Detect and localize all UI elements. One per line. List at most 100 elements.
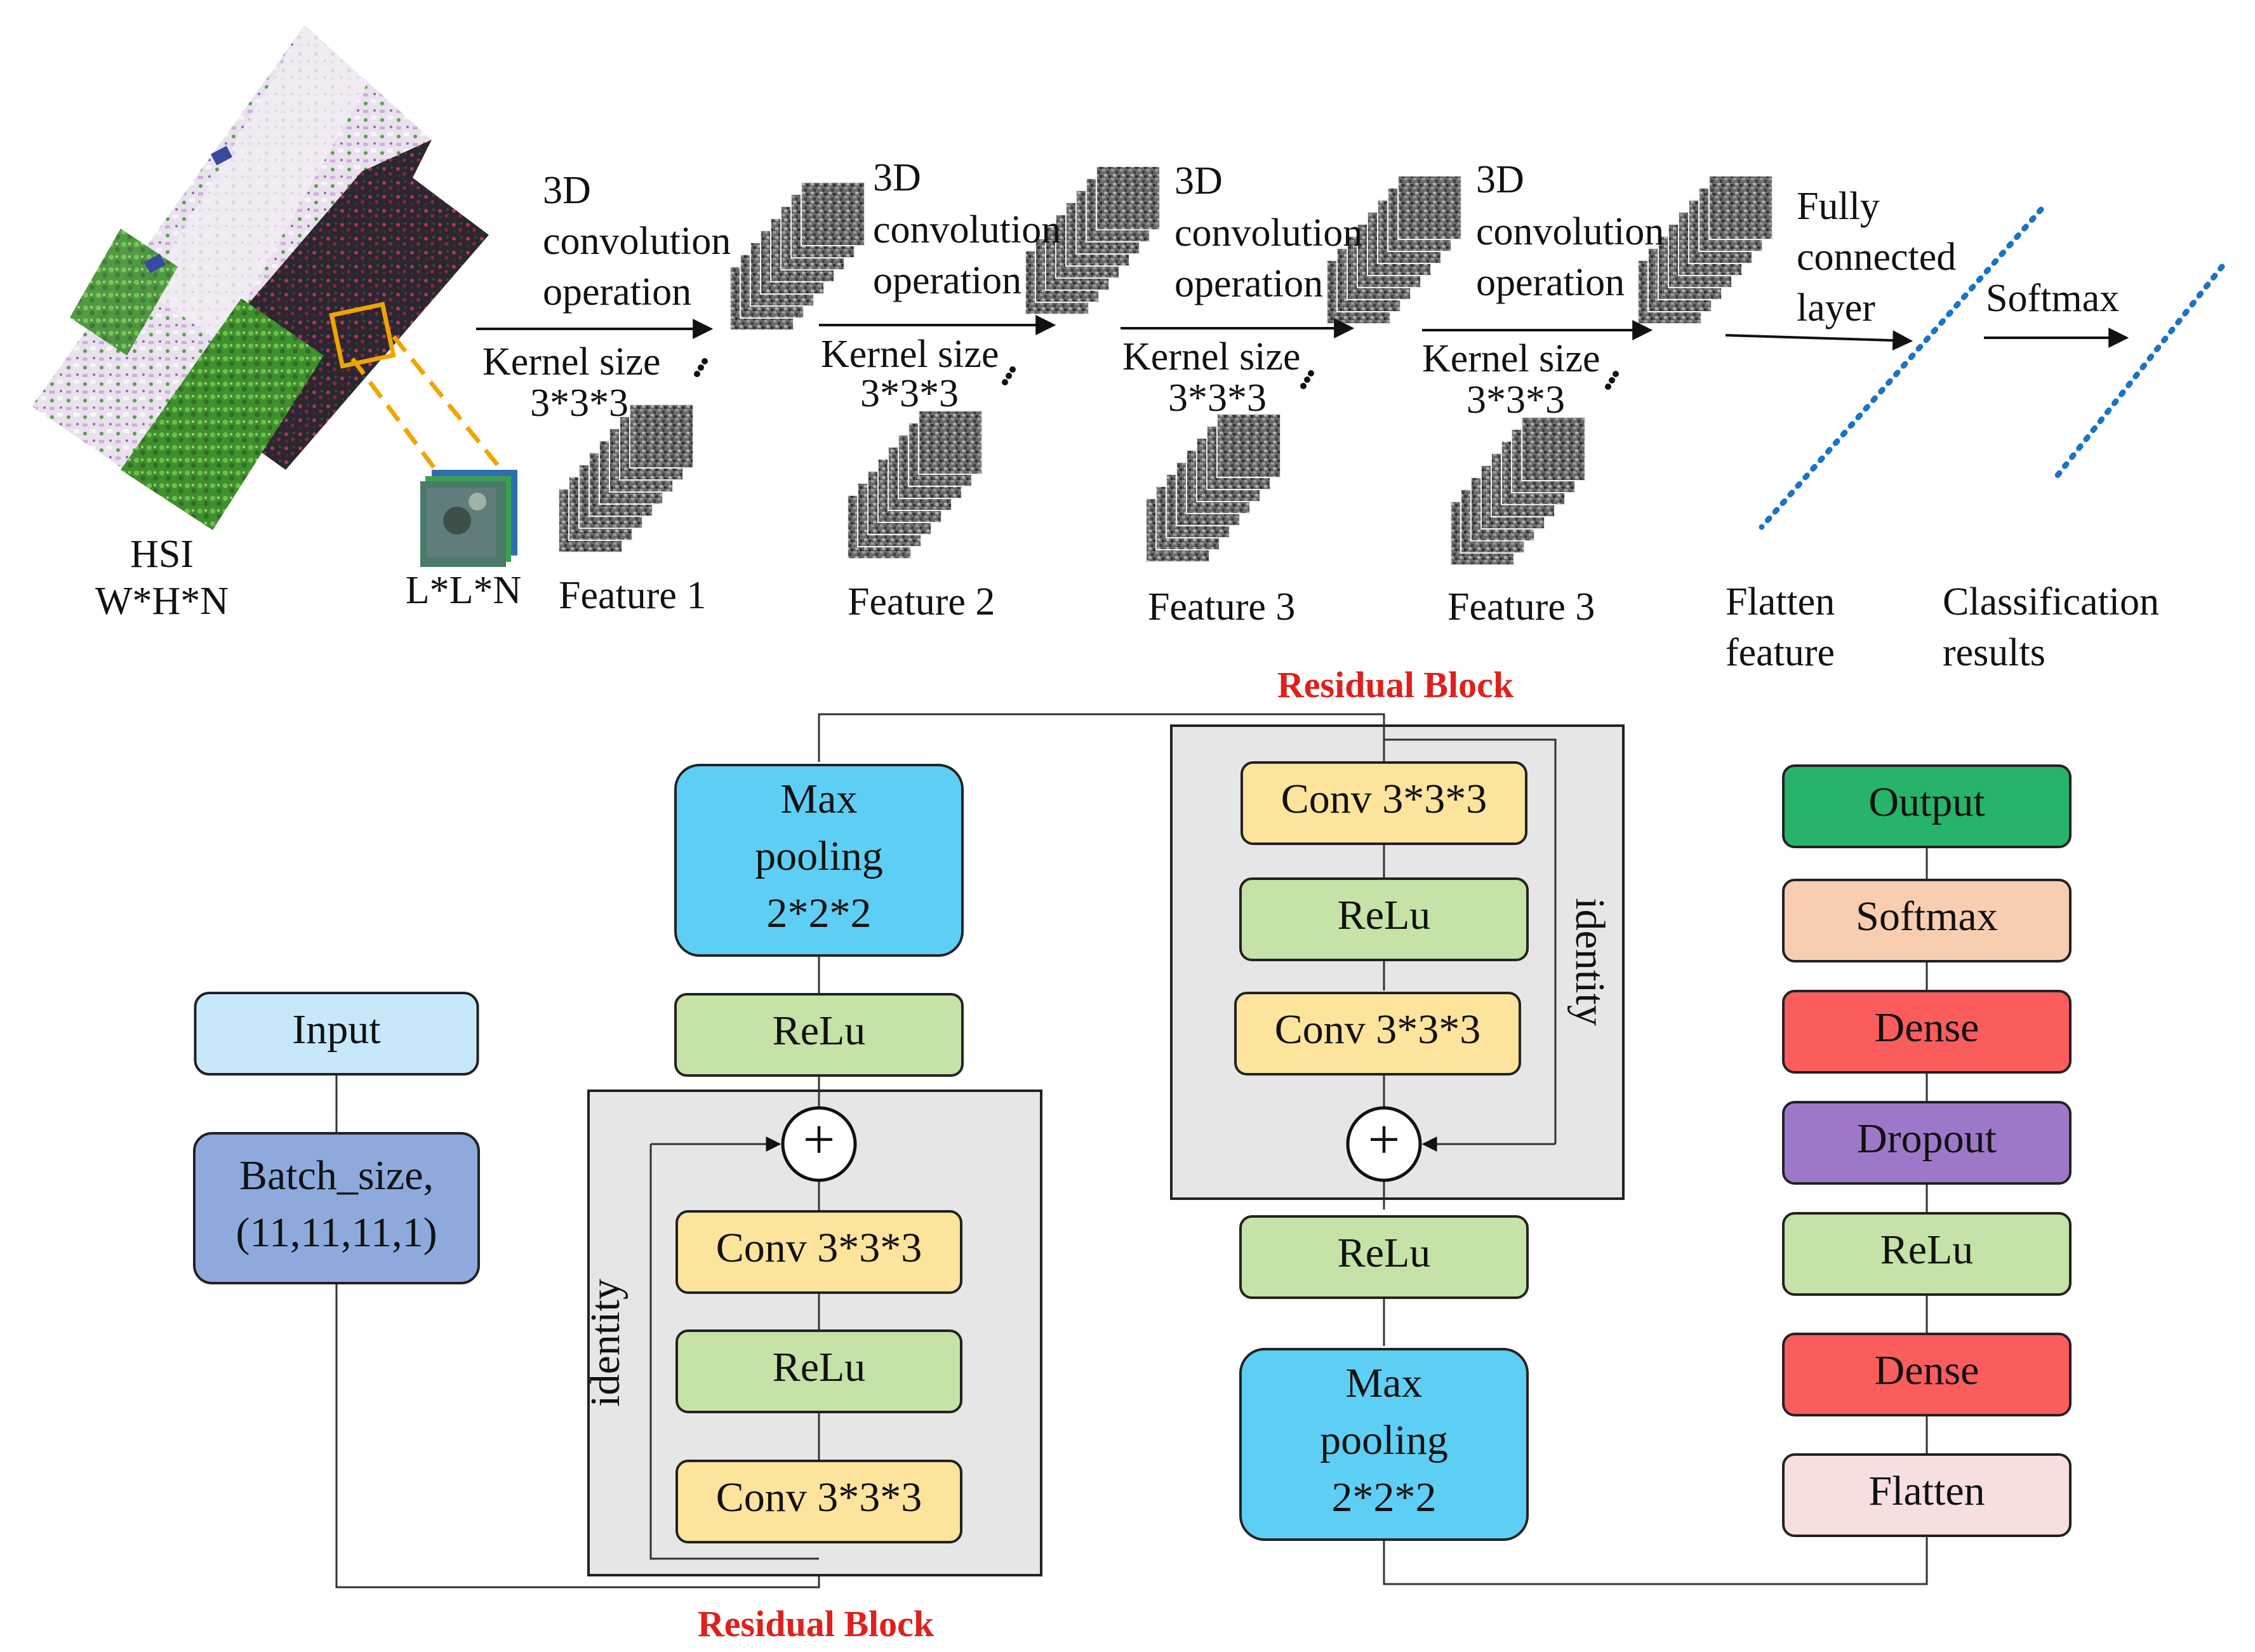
block2-maxpool-box: Max pooling 2*2*2	[1239, 1348, 1529, 1541]
dropout-box-label: Dropout	[1857, 1116, 1997, 1162]
patch-cube	[420, 470, 517, 567]
block1-conv-a-box: Conv 3*3*3	[675, 1210, 962, 1294]
stack-bottom-4	[1450, 416, 1586, 566]
input-box-label: Input	[292, 1006, 380, 1053]
dense-bottom-box: Dense	[1782, 1333, 2072, 1416]
ellipsis-dot	[1002, 379, 1008, 385]
feature-4-label: Feature 3	[1447, 585, 1595, 629]
block2-maxpool-box-label: Max	[1346, 1360, 1423, 1406]
conv-stage-3-kernel-dims: 3*3*3	[1168, 376, 1267, 420]
residual-block-2-add: +	[1346, 1106, 1422, 1182]
ellipsis-dot	[1304, 376, 1310, 383]
residual-block-1-add: +	[781, 1106, 857, 1182]
block1-conv-a-box-label: Conv 3*3*3	[716, 1225, 922, 1271]
conv-stage-2-line1: 3D	[873, 156, 921, 199]
block2-conv-b-box-label: Conv 3*3*3	[1275, 1006, 1481, 1053]
dense-top-box: Dense	[1782, 990, 2072, 1074]
dense-bottom-box-label: Dense	[1875, 1347, 1979, 1394]
conv-stage-4-line3: operation	[1476, 261, 1625, 304]
softmax-box-label: Softmax	[1856, 893, 1998, 940]
block1-conv-b-box: Conv 3*3*3	[675, 1460, 962, 1543]
softmax-box: Softmax	[1782, 879, 2072, 963]
residual-block-1-title: Residual Block	[698, 1603, 935, 1644]
fc-line2: connected	[1797, 236, 1956, 279]
softmax-label: Softmax	[1986, 277, 2119, 320]
feature-2-label: Feature 2	[848, 580, 995, 623]
conv-stage-4-kernel-dims: 3*3*3	[1467, 378, 1565, 422]
conv-stage-4: 3D convolution operation Kernel size 3*3…	[1422, 158, 1664, 629]
head-relu-box: ReLu	[1782, 1212, 2072, 1296]
feature-3-label: Feature 3	[1148, 585, 1295, 629]
identity-label-1: identity	[582, 1279, 629, 1407]
block2-relu-mid-box-label: ReLu	[1338, 892, 1431, 938]
ellipsis-dot	[1300, 383, 1307, 389]
stack-top-2	[1025, 166, 1161, 315]
stack-bottom-3	[1145, 413, 1281, 563]
patch-dims: L*L*N	[406, 569, 522, 612]
residual-block-2-title: Residual Block	[1277, 664, 1514, 705]
block1-maxpool-box-label: 2*2*2	[767, 890, 872, 936]
ellipsis-dot	[1009, 366, 1016, 373]
hsi-dims: W*H*N	[95, 580, 229, 623]
classification-dotted-line	[2054, 263, 2225, 479]
conv-stage-4-line1: 3D	[1476, 158, 1524, 201]
conv-stage-1-line1: 3D	[543, 169, 591, 212]
feature-1-label: Feature 1	[559, 574, 706, 617]
ellipsis-dot	[694, 371, 700, 377]
flatten-box-label: Flatten	[1868, 1468, 1985, 1514]
conv-stage-3-kernel: Kernel size	[1122, 335, 1301, 378]
block2-conv-a-box: Conv 3*3*3	[1241, 761, 1527, 845]
conv-stage-2-kernel-dims: 3*3*3	[860, 372, 959, 415]
flow-connectors	[335, 713, 1928, 1589]
conv-stage-1-kernel-dims: 3*3*3	[530, 382, 629, 425]
ellipsis-dot	[1605, 383, 1611, 390]
block2-maxpool-box-label: 2*2*2	[1332, 1474, 1437, 1521]
conv-stage-2-kernel: Kernel size	[821, 333, 999, 376]
block2-maxpool-box-label: pooling	[1320, 1417, 1448, 1463]
conv-stage-4-line2: convolution	[1476, 210, 1664, 253]
block2-relu-mid-box: ReLu	[1239, 877, 1529, 961]
conv-stage-2-line2: convolution	[873, 208, 1061, 251]
block1-maxpool-box-label: Max	[781, 776, 858, 822]
output-box: Output	[1782, 764, 2072, 848]
fc-line3: layer	[1797, 286, 1875, 330]
block2-relu-bottom-box-label: ReLu	[1338, 1230, 1431, 1276]
conv-stage-2: 3D convolution operation Kernel size 3*3…	[819, 156, 1061, 623]
conv-stage-3: 3D convolution operation Kernel size 3*3…	[1121, 159, 1362, 629]
classification-line2: results	[1943, 631, 2045, 674]
conv-stage-3-line1: 3D	[1174, 159, 1223, 203]
block1-relu-top-box-label: ReLu	[773, 1008, 866, 1054]
conv-stage-1-line3: operation	[543, 270, 691, 314]
flatten-dotted-line	[1759, 206, 2044, 530]
softmax-stage: Softmax Classification results	[1943, 263, 2225, 674]
flow-connectors-inner	[649, 726, 1557, 1560]
block2-conv-b-box: Conv 3*3*3	[1234, 992, 1521, 1076]
add-1-symbol: +	[803, 1109, 835, 1171]
conv-stage-1-line2: convolution	[543, 220, 731, 263]
ellipsis-dot	[1308, 370, 1314, 376]
dense-top-box-label: Dense	[1875, 1004, 1979, 1051]
batch-size-box-label: Batch_size,	[239, 1152, 434, 1199]
block1-relu-mid-box: ReLu	[675, 1329, 962, 1413]
stack-top-3	[1326, 175, 1462, 324]
ellipsis-dot	[702, 358, 708, 364]
stack-top-1	[729, 182, 865, 331]
fc-stage: Fully connected layer Flatten feature	[1725, 185, 2044, 674]
feature-stacks	[558, 166, 1773, 566]
ellipsis-dot	[1609, 377, 1615, 383]
stack-bottom-2	[847, 410, 983, 559]
block1-conv-b-box-label: Conv 3*3*3	[716, 1474, 922, 1521]
block1-relu-top-box: ReLu	[674, 993, 964, 1077]
fc-line1: Fully	[1797, 185, 1880, 228]
conv-stage-1: 3D convolution operation Kernel size 3*3…	[476, 169, 731, 617]
batch-size-box: Batch_size, (11,11,11,1)	[193, 1132, 480, 1284]
batch-size-box-label: (11,11,11,1)	[236, 1209, 437, 1256]
head-relu-box-label: ReLu	[1880, 1227, 1974, 1273]
output-box-label: Output	[1868, 779, 1985, 825]
conv-stage-1-kernel: Kernel size	[482, 340, 661, 383]
conv-stage-2-line3: operation	[873, 259, 1021, 302]
block2-conv-a-box-label: Conv 3*3*3	[1281, 776, 1487, 822]
